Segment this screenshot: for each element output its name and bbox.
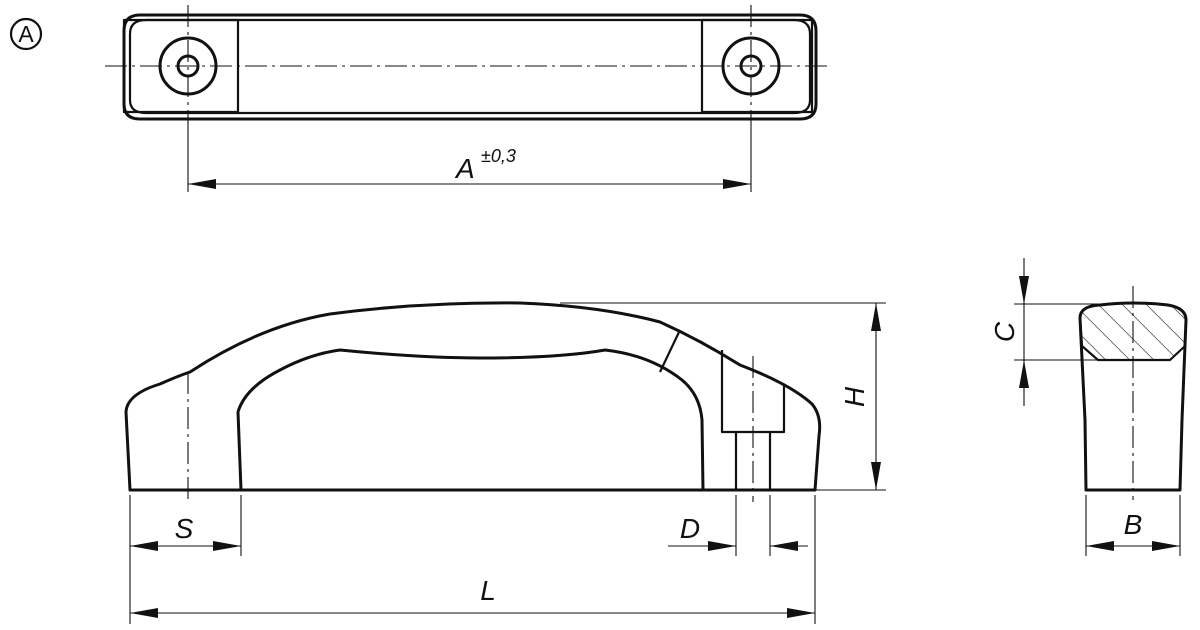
view-marker-a: A: [9, 17, 43, 51]
dim-h-arrow-bottom: [871, 462, 881, 490]
dim-b-arrow-right: [1152, 541, 1180, 551]
dim-l-arrow-right: [787, 608, 815, 618]
dim-b-arrow-left: [1086, 541, 1114, 551]
side-view: H S D L: [124, 301, 886, 624]
dim-d-arrow-left: [708, 541, 736, 551]
dim-d-label: D: [680, 513, 700, 544]
dim-a-tolerance: ±0,3: [481, 146, 516, 166]
dim-a-arrow-right: [723, 179, 751, 189]
counterbore-contour: [720, 350, 786, 490]
section-boundary-left: [659, 329, 681, 373]
dim-l-label: L: [480, 575, 496, 606]
dim-d-arrow-right: [770, 541, 798, 551]
grip-opening: [236, 348, 705, 492]
dim-c-arrow-bottom: [1019, 360, 1029, 388]
dim-s-label: S: [175, 513, 194, 544]
dim-s-arrow-right: [213, 541, 241, 551]
dim-c-label: C: [989, 321, 1020, 342]
dim-h-label: H: [839, 386, 870, 407]
dim-s-arrow-left: [130, 541, 158, 551]
dim-a-label: A: [454, 153, 475, 184]
view-marker-label: A: [18, 21, 34, 47]
top-view-outline: [122, 13, 818, 121]
view-marker-circle: [9, 17, 43, 51]
dim-a-arrow-left: [188, 179, 216, 189]
dim-l-arrow-left: [130, 608, 158, 618]
end-view: C B: [989, 258, 1188, 556]
top-view: A ±0,3: [105, 5, 830, 192]
dim-h-arrow-top: [871, 303, 881, 331]
dim-b-label: B: [1124, 509, 1143, 540]
dim-c-arrow-top: [1019, 276, 1029, 304]
